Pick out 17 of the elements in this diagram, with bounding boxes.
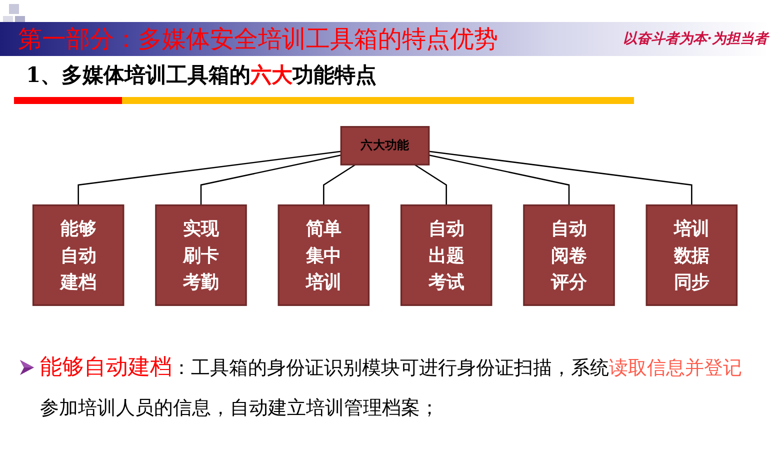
process-box: 六大功能 bbox=[340, 126, 430, 166]
process-box: 简单集中培训 bbox=[278, 204, 370, 306]
bullet-text: 能够自动建档：工具箱的身份证识别模块可进行身份证扫描，系统读取信息并登记参加培训人员的信息，自动建立培训管理档案； bbox=[40, 353, 743, 421]
connector-line bbox=[200, 154, 342, 206]
connector-line bbox=[78, 150, 342, 206]
connector-line bbox=[428, 150, 692, 206]
slide-title: 第一部分：多媒体安全培训工具箱的特点优势 bbox=[18, 25, 498, 53]
process-box: 自动阅卷评分 bbox=[523, 204, 615, 306]
section-heading: 1、多媒体培训工具箱的六大功能特点 bbox=[26, 61, 377, 89]
process-box: 培训数据同步 bbox=[646, 204, 738, 306]
connector-line bbox=[414, 164, 447, 206]
connector-line bbox=[323, 164, 356, 206]
connector-line bbox=[428, 154, 570, 206]
slogan-text: 以奋斗者为本·为担当者 bbox=[623, 30, 768, 49]
process-box: 实现刷卡考勤 bbox=[155, 204, 247, 306]
process-box: 自动出题考试 bbox=[400, 204, 492, 306]
process-box: 能够自动建档 bbox=[32, 204, 124, 306]
